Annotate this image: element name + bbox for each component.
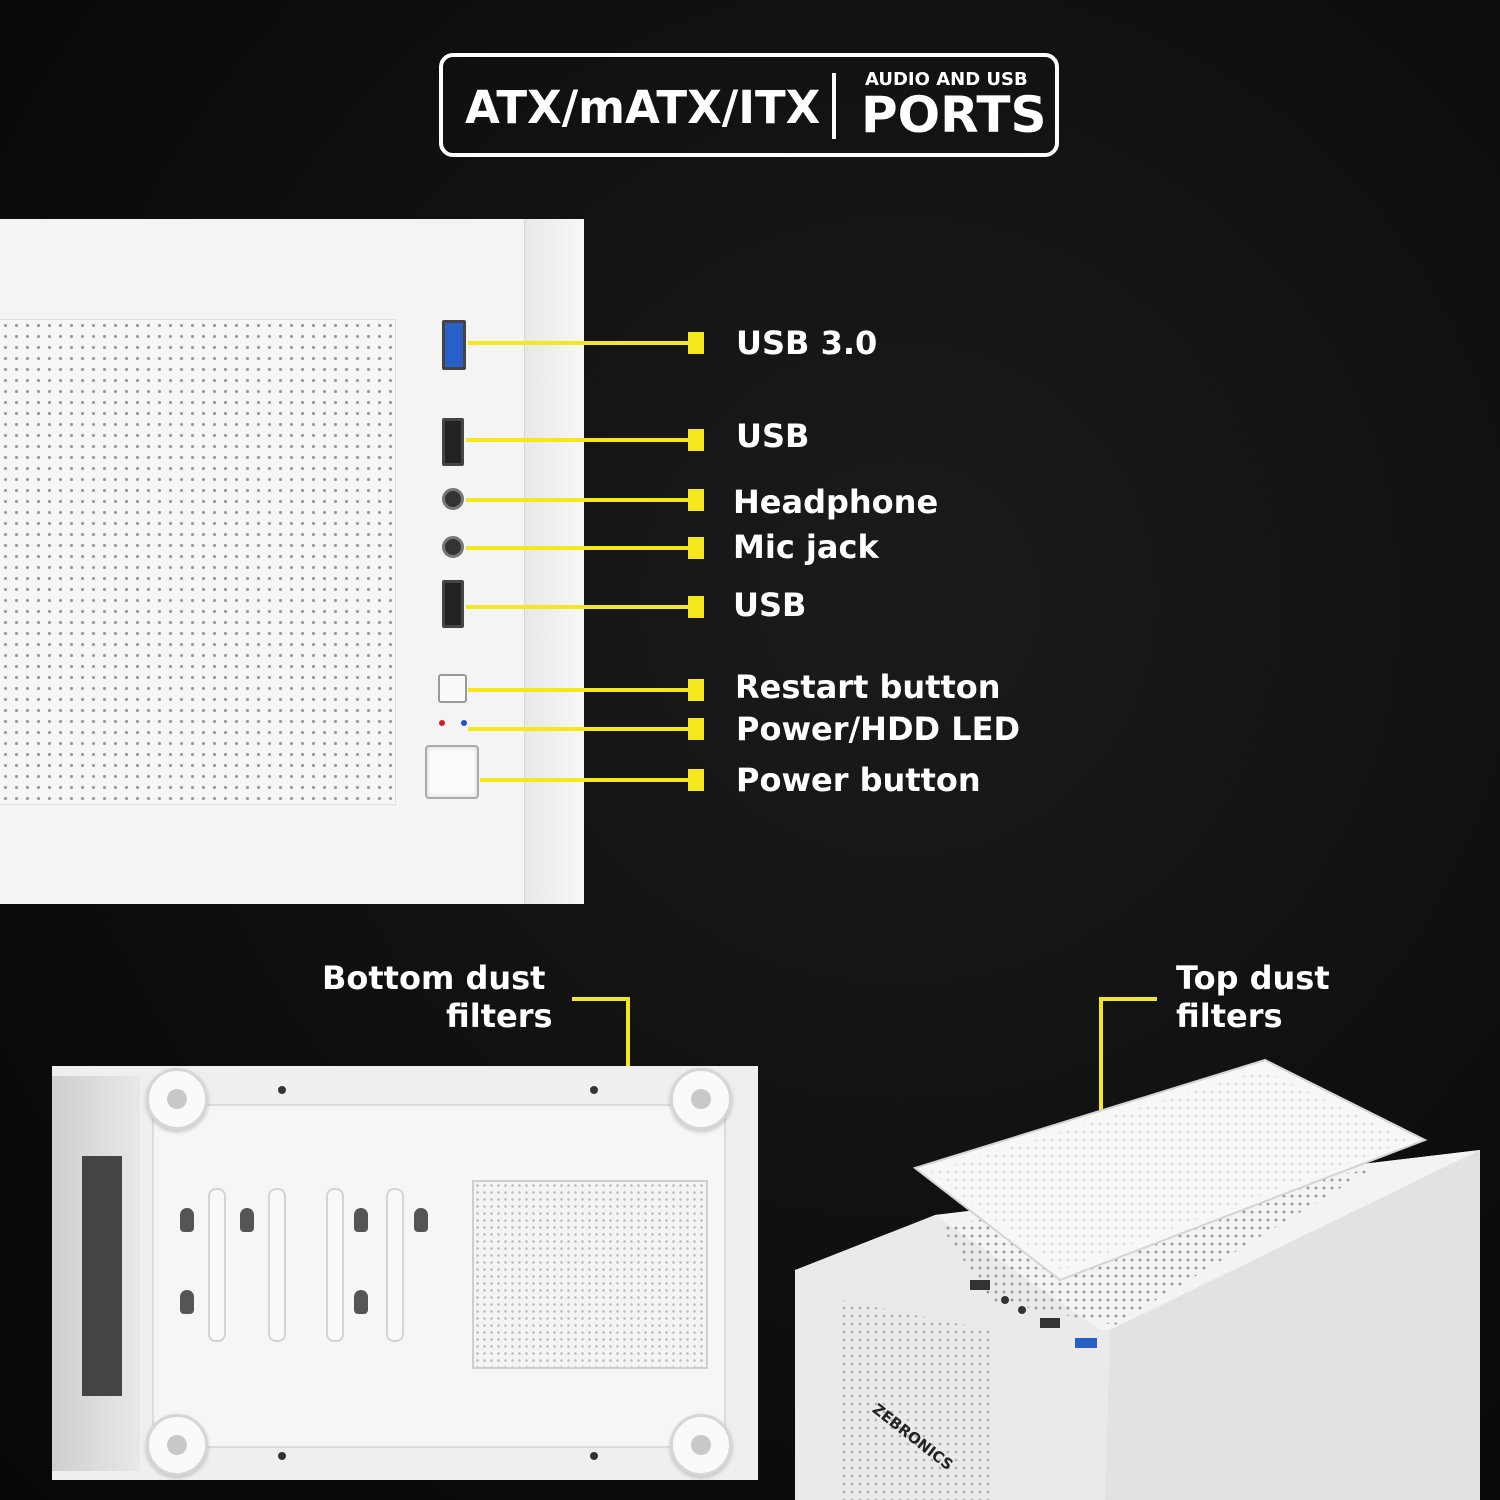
callout-line-power: [480, 778, 698, 782]
restart-button: [438, 674, 467, 703]
callout-marker-power: [688, 769, 704, 791]
power-button: [425, 745, 479, 799]
case-foot-top-right: [670, 1068, 732, 1130]
mount-hole: [354, 1290, 368, 1314]
label-usb-1: USB: [736, 417, 810, 455]
case-foot-bottom-left: [146, 1414, 208, 1476]
case-foot-top-left: [146, 1068, 208, 1130]
label-bottom-filters-1: Bottom dust: [322, 959, 546, 997]
power-led: [439, 720, 445, 726]
usb-port-1: [442, 418, 464, 466]
label-restart: Restart button: [735, 668, 1001, 706]
mount-hole: [414, 1208, 428, 1232]
bottom-filter-line-h: [572, 997, 630, 1001]
callout-line-usb-1: [466, 438, 698, 442]
mount-hole: [180, 1290, 194, 1314]
callout-line-led: [468, 727, 698, 731]
badge-divider: [832, 73, 836, 139]
front-mesh: [0, 319, 396, 805]
callout-line-usb30: [468, 341, 698, 345]
callout-marker-led: [688, 718, 704, 740]
label-led: Power/HDD LED: [736, 710, 1021, 748]
drive-slot: [386, 1188, 404, 1342]
callout-line-headphone: [466, 498, 698, 502]
callout-line-mic: [466, 546, 698, 550]
screw-hole: [590, 1452, 598, 1460]
label-headphone: Headphone: [733, 483, 939, 521]
front-fan-grill: [82, 1156, 122, 1396]
label-usb-2: USB: [733, 586, 807, 624]
usb3-port: [442, 320, 466, 370]
mic-jack: [442, 536, 464, 558]
drive-slot: [208, 1188, 226, 1342]
header-badge: ATX/mATX/ITX AUDIO AND USB PORTS: [439, 53, 1059, 157]
usb-port-2: [442, 580, 464, 628]
callout-marker-restart: [688, 679, 704, 701]
hdd-led: [461, 720, 467, 726]
drive-slot: [268, 1188, 286, 1342]
drive-slot: [326, 1188, 344, 1342]
headphone-jack: [442, 488, 464, 510]
top-filter-line-v: [1099, 997, 1103, 1175]
form-factor-text: ATX/mATX/ITX: [465, 81, 821, 134]
callout-marker-mic: [688, 537, 704, 559]
mount-hole: [240, 1208, 254, 1232]
front-panel-photo: [0, 219, 584, 904]
label-top-filters-1: Top dust: [1176, 959, 1330, 997]
label-usb30: USB 3.0: [736, 324, 878, 362]
label-top-filters-2: filters: [1176, 997, 1283, 1035]
panel-io-strip: [524, 219, 584, 904]
mount-hole: [354, 1208, 368, 1232]
screw-hole: [278, 1086, 286, 1094]
callout-marker-usb-1: [688, 429, 704, 451]
bottom-dust-filter: [472, 1180, 708, 1369]
callout-marker-usb-2: [688, 596, 704, 618]
callout-marker-usb30: [688, 332, 704, 354]
callout-line-restart: [468, 688, 698, 692]
callout-marker-headphone: [688, 489, 704, 511]
callout-line-usb-2: [466, 605, 698, 609]
label-bottom-filters-2: filters: [446, 997, 553, 1035]
mount-hole: [180, 1208, 194, 1232]
screw-hole: [278, 1452, 286, 1460]
screw-hole: [590, 1086, 598, 1094]
case-front-edge: [52, 1076, 140, 1471]
label-power: Power button: [736, 761, 981, 799]
ports-title: PORTS: [861, 86, 1047, 144]
top-filter-line-h: [1099, 997, 1157, 1001]
case-foot-bottom-right: [670, 1414, 732, 1476]
label-mic: Mic jack: [733, 528, 879, 566]
ports-subtitle: AUDIO AND USB: [865, 69, 1028, 90]
